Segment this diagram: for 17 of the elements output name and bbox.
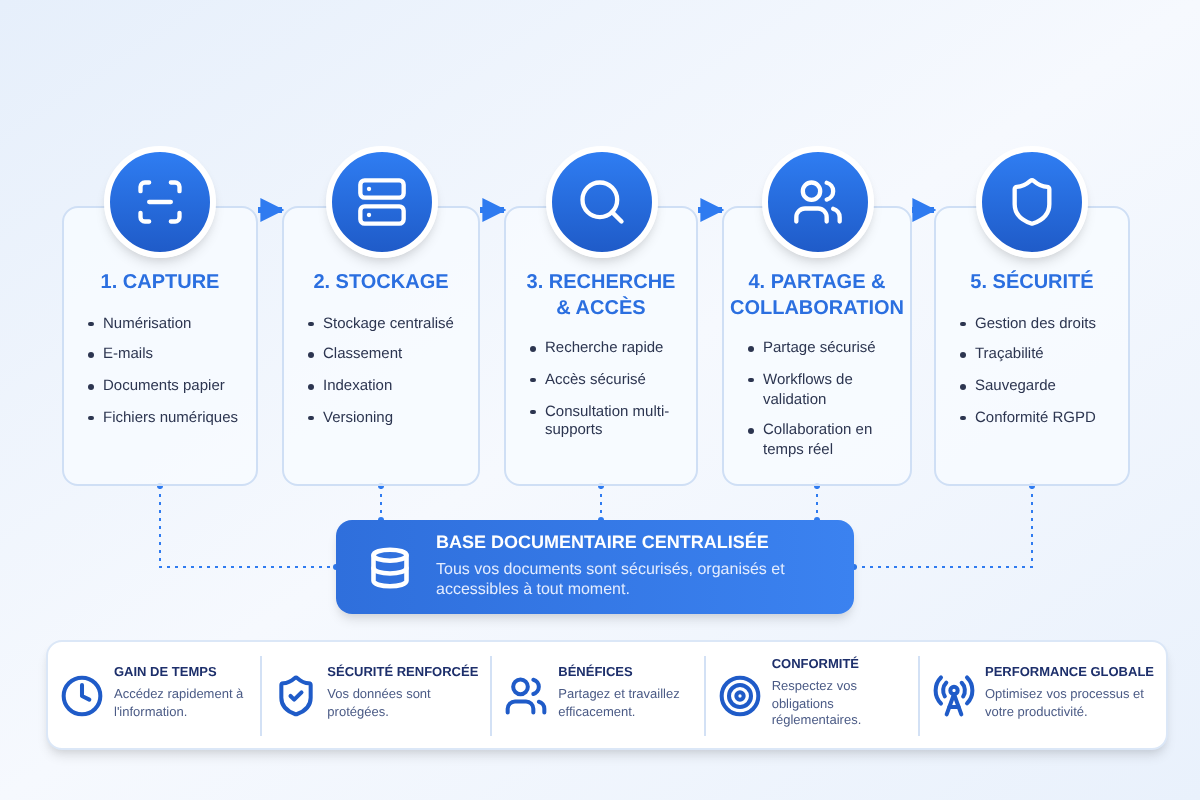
card-title: 2. STOCKAGE [313, 272, 449, 297]
card-title: 5. SÉCURITÉ [970, 272, 1094, 297]
arrow [698, 198, 725, 222]
banner-text: Tous vos documents sont sécurisés, organisés et accessibles à tout moment. [436, 559, 787, 602]
card-title: 3. RECHERCHE & ACCÈS [524, 272, 678, 322]
dotted-connector [157, 483, 339, 570]
dotted-connector [598, 483, 604, 523]
banner-title: BASE DOCUMENTAIRE CENTRALISÉE [436, 532, 771, 556]
arrow [258, 198, 285, 222]
card-title: 4. PARTAGE & COLLABORATION [729, 272, 905, 322]
dotted-connector [814, 483, 820, 523]
dotted-connector [851, 483, 1035, 570]
database-banner [336, 520, 854, 614]
card-title: 1. CAPTURE [100, 272, 220, 297]
arrow [912, 198, 937, 222]
dotted-connector [378, 483, 384, 523]
arrow [480, 198, 507, 222]
